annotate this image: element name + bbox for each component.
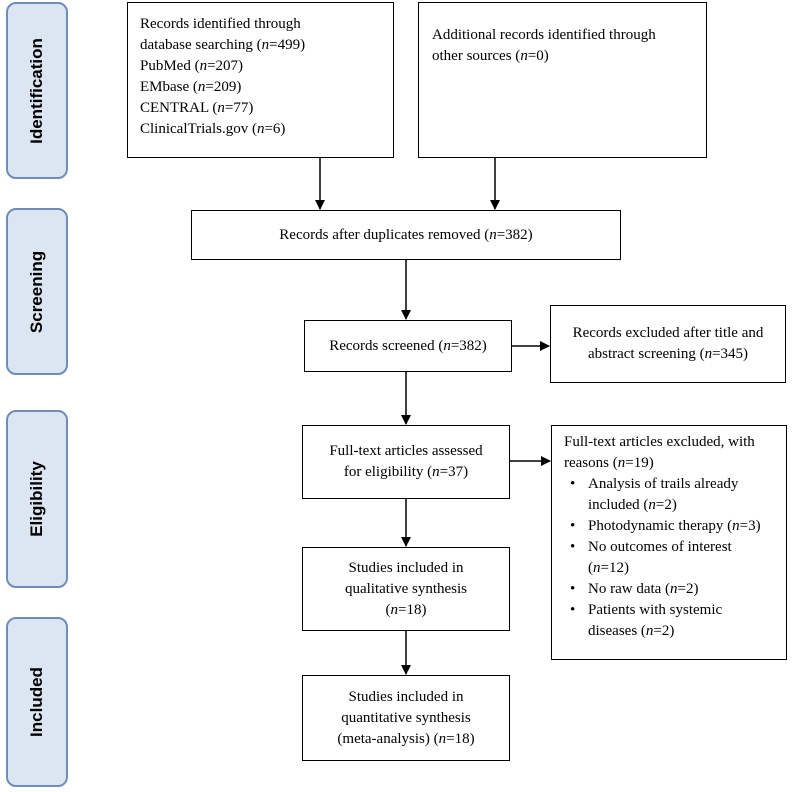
database-line1: Records identified through xyxy=(140,16,301,32)
embase-line: EMbase (n=209) xyxy=(140,79,242,95)
records-screened-box: Records screened (n=382) xyxy=(304,320,512,372)
exclusion-reasons-list: • Analysis of trails already included (n… xyxy=(564,474,786,642)
other-line2: other sources (n=0) xyxy=(432,48,549,64)
qualitative-synthesis-box: Studies included in qualitative synthesi… xyxy=(302,547,510,631)
database-total-line: database searching (n=499) xyxy=(140,37,306,53)
reason-no-raw-data: • No raw data (n=2) xyxy=(570,581,699,597)
quantitative-synthesis-box: Studies included in quantitative synthes… xyxy=(302,675,510,761)
other-line1: Additional records identified through xyxy=(432,27,656,43)
records-excluded-screening-box: Records excluded after title and abstrac… xyxy=(550,305,786,383)
central-line: CENTRAL (n=77) xyxy=(140,100,254,116)
phase-screening: Screening xyxy=(6,208,68,375)
pubmed-line: PubMed (n=207) xyxy=(140,58,244,74)
phase-eligibility: Eligibility xyxy=(6,410,68,588)
reason-systemic-diseases: • Patients with systemic diseases (n=2) xyxy=(570,602,723,639)
phase-identification: Identification xyxy=(6,2,68,179)
fulltext-excluded-box: Full-text articles excluded, with reason… xyxy=(551,425,787,660)
fulltext-assessed-box: Full-text articles assessed for eligibil… xyxy=(302,425,510,499)
reason-no-outcomes: • No outcomes of interest (n=12) xyxy=(570,539,732,576)
reason-analysis-included: • Analysis of trails already included (n… xyxy=(570,476,739,513)
phase-included: Included xyxy=(6,617,68,787)
other-sources-box: Additional records identified through ot… xyxy=(418,2,707,158)
reason-photodynamic: • Photodynamic therapy (n=3) xyxy=(570,518,761,534)
database-search-box: Records identified through database sear… xyxy=(127,2,394,158)
clinicaltrials-line: ClinicalTrials.gov (n=6) xyxy=(140,121,286,137)
duplicates-removed-box: Records after duplicates removed (n=382) xyxy=(191,210,621,260)
